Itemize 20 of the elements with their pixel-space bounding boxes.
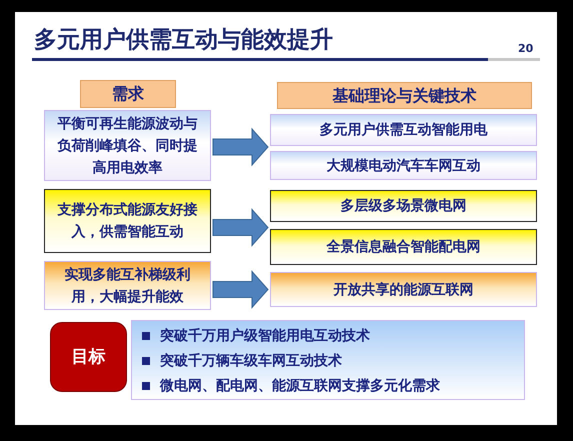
technology-box: 全景信息融合智能配电网	[270, 229, 537, 265]
page-number: 20	[518, 42, 534, 55]
header-box: 需求	[80, 80, 176, 108]
slide-title: 多元用户供需互动与能效提升	[34, 26, 333, 55]
header-box: 基础理论与关键技术	[277, 82, 532, 109]
requirement-box: 支撑分布式能源友好接入，供需智能互动	[44, 189, 211, 253]
goal-item: 微电网、配电网、能源互联网支撑多元化需求	[160, 376, 440, 396]
block-arrow	[212, 208, 269, 247]
goal-badge: 目标	[50, 322, 127, 392]
technology-box: 多元用户供需互动智能用电	[270, 114, 537, 146]
requirement-box: 实现多能互补梯级利用，大幅提升能效	[44, 261, 211, 310]
block-arrow	[212, 128, 269, 166]
goal-list-box	[131, 320, 525, 400]
technology-box: 开放共享的能源互联网	[270, 272, 537, 307]
block-arrow	[212, 270, 269, 309]
goal-item: 突破千万用户级智能用电互动技术	[160, 326, 370, 346]
goal-item: 突破千万辆车级车网互动技术	[160, 352, 342, 370]
technology-box: 多层级多场景微电网	[270, 190, 537, 222]
requirement-box: 平衡可再生能源波动与负荷削峰填谷、同时提高用电效率	[44, 110, 211, 181]
technology-box: 大规模电动汽车车网互动	[270, 151, 537, 180]
